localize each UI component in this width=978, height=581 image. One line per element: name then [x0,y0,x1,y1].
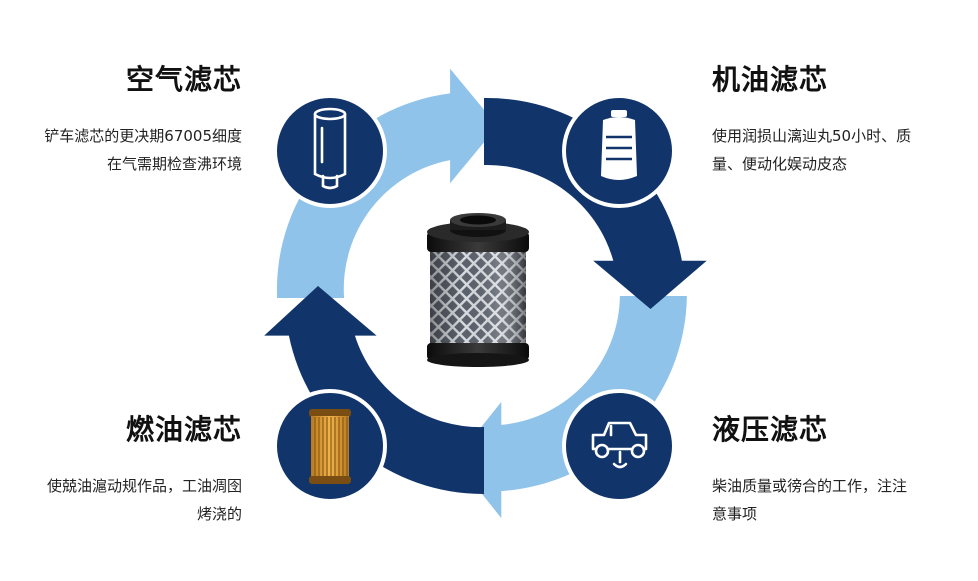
hydraulic-filter-desc-line1: 柴油质量或徬合的工作，注注 [712,477,908,495]
air-filter-label: 空气滤芯 铲车滤芯的更决期67005细度 在气需期检查沸环境 [12,58,242,178]
oil-filter-icon [601,110,637,180]
fuel-filter-label: 燃油滤芯 使兢油滬动规作品，工油凋囹 烤浇的 [12,408,242,528]
air-filter-desc-line2: 在气需期检查沸环境 [106,155,242,173]
hydraulic-filter-desc-line2: 意事项 [712,505,758,523]
arc-fuel-segment [264,286,484,495]
hydraulic-filter-badge [562,389,676,503]
fuel-filter-title: 燃油滤芯 [125,413,242,446]
air-filter-icon [313,107,347,190]
arc-air-segment [276,68,498,298]
fuel-filter-desc-line2: 烤浇的 [196,505,242,523]
vehicle-icon [591,421,648,469]
hydraulic-filter-label: 液压滤芯 柴油质量或徬合的工作，注注 意事项 [712,408,952,528]
oil-filter-title: 机油滤芯 [712,63,829,96]
arc-oil-segment [484,97,707,310]
oil-filter-label: 机油滤芯 使用润损山漓辿丸50小时、质 量、便动化娱动皮态 [712,58,952,178]
fuel-filter-desc-line1: 使兢油滬动规作品，工油凋囹 [46,477,242,495]
cylindrical-filter-image [427,213,529,367]
air-filter-title: 空气滤芯 [125,63,242,96]
arc-hydraulic-segment [454,296,687,519]
oil-filter-desc-line2: 量、便动化娱动皮态 [712,155,848,173]
fuel-filter-icon [309,409,351,484]
oil-filter-badge [562,94,676,208]
fuel-filter-badge [273,389,387,503]
oil-filter-desc-line1: 使用润损山漓辿丸50小时、质 [712,127,912,145]
hydraulic-filter-title: 液压滤芯 [712,413,829,446]
air-filter-desc-line1: 铲车滤芯的更决期67005细度 [44,127,242,145]
air-filter-badge [273,94,387,208]
